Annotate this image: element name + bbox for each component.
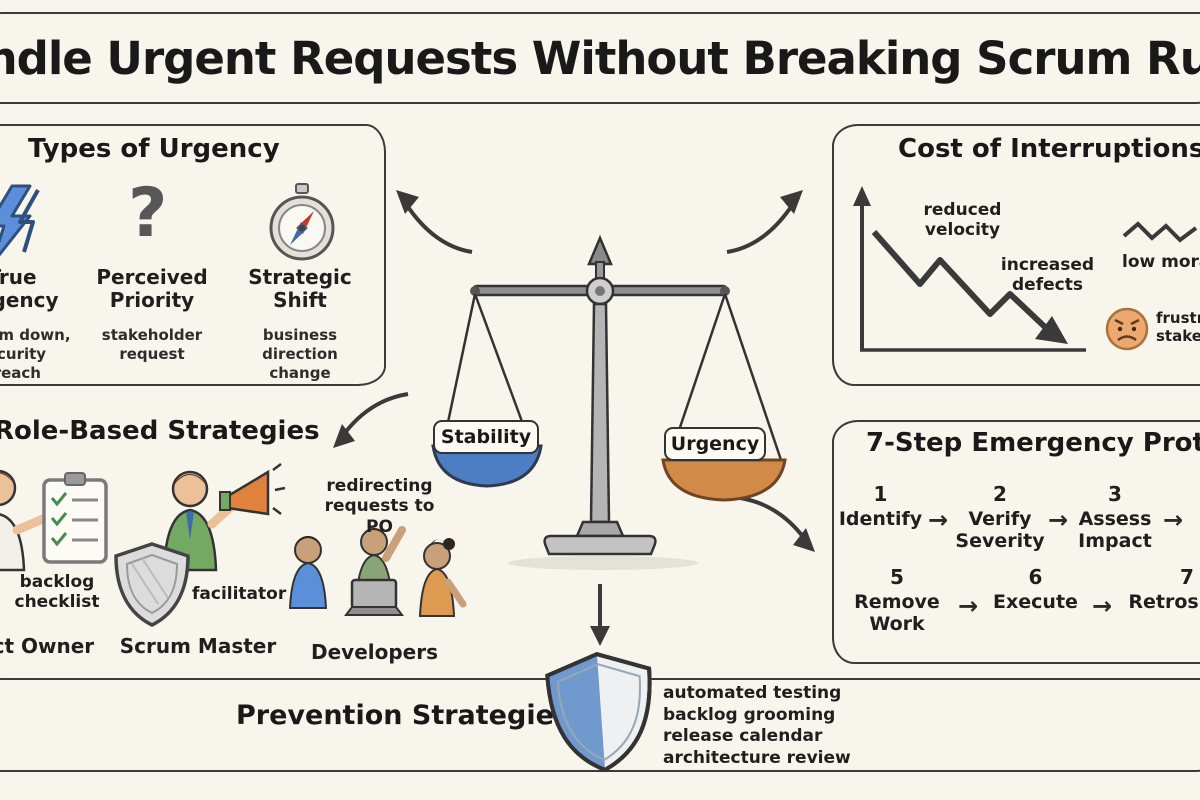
urgency-type-title: True Urgency [0, 265, 59, 312]
cost-label-frustrated-stakeholders: frustrated stakeholders [1156, 309, 1200, 345]
step-label: Retrospect [1128, 591, 1200, 613]
curved-arrow-to-protocol-icon [739, 496, 815, 552]
shield-icon [114, 542, 190, 627]
protocol-step: 1 Identify [838, 482, 923, 531]
stability-label: Stability [433, 420, 539, 454]
arrow-right-icon: → [1048, 506, 1069, 534]
developers-figure [288, 526, 467, 617]
arrow-right-icon: → [958, 592, 979, 620]
product-owner-figure [0, 469, 108, 572]
section-emergency-protocol [832, 420, 1200, 664]
cost-label-low-morale: low morale [1122, 252, 1200, 272]
balance-scale-icon [431, 234, 787, 570]
lightning-icon [0, 184, 40, 257]
curved-arrow-to-roles-icon [333, 392, 409, 448]
section-cost-of-interruptions [832, 124, 1200, 386]
step-label: Execute [993, 591, 1078, 613]
title-banner: Handle Urgent Requests Without Breaking … [0, 12, 1200, 104]
developers-note: redirecting requests to PO [324, 476, 435, 537]
urgency-type-subtitle: stakeholder request [101, 326, 203, 363]
down-arrow-icon [590, 584, 610, 646]
role-based-strategies-heading: Role-Based Strategies [0, 416, 320, 446]
arrow-right-icon: → [1092, 592, 1113, 620]
scrum-master-name: Scrum Master [119, 634, 277, 658]
compass-icon [269, 183, 335, 261]
step-label: Remove Work [854, 591, 940, 635]
arrow-right-icon: → [1163, 506, 1184, 534]
protocol-step: 7 Retrospect [1122, 565, 1200, 614]
question-mark-icon: ? [128, 174, 168, 253]
stress-zigzag-icon [1122, 221, 1198, 243]
scrum-master-figure [114, 463, 286, 627]
frustrated-face-icon [1105, 307, 1149, 351]
step-label: Identify [838, 508, 923, 530]
backlog-checklist-icon [42, 472, 108, 564]
megaphone-icon [219, 463, 286, 516]
curved-arrow-to-cost-icon [726, 190, 803, 254]
urgency-type-subtitle: system down, security breach [0, 326, 71, 382]
prevention-item: architecture review [663, 747, 851, 768]
urgency-pan [661, 458, 787, 502]
prevention-shield-icon [545, 652, 652, 773]
protocol-step: 2 Verify Severity [955, 482, 1045, 553]
emergency-protocol-heading: 7-Step Emergency Protocol [866, 428, 1200, 458]
curved-arrow-to-types-icon [396, 190, 473, 254]
laptop-icon [344, 578, 404, 616]
arrow-right-icon: → [928, 506, 949, 534]
protocol-step: 5 Remove Work [852, 565, 942, 636]
step-number: 6 [1028, 565, 1043, 589]
cost-label-increased-defects: increased defects [1000, 255, 1095, 296]
step-label: Verify Severity [955, 508, 1045, 552]
protocol-step: 6 Execute [988, 565, 1083, 614]
developers-name: Developers [311, 640, 439, 664]
cost-label-reduced-velocity: reduced velocity [923, 200, 1002, 241]
prevention-item: release calendar [663, 726, 823, 746]
stability-pan [431, 444, 543, 488]
step-number: 7 [1180, 565, 1194, 589]
page-title: Handle Urgent Requests Without Breaking … [0, 31, 1200, 85]
declining-graph-icon [853, 186, 1086, 352]
step-number: 2 [993, 482, 1007, 506]
scrum-master-note: facilitator [192, 584, 287, 604]
section-types-of-urgency [0, 124, 386, 386]
prevention-list: automated testing backlog grooming relea… [663, 683, 851, 769]
urgency-label: Urgency [664, 427, 766, 461]
step-number: 3 [1108, 482, 1122, 506]
cost-of-interruptions-heading: Cost of Interruptions [898, 134, 1200, 164]
step-number: 1 [873, 482, 888, 506]
prevention-item: backlog grooming [663, 704, 836, 725]
urgency-type-subtitle: business direction change [262, 326, 338, 382]
step-label: Assess Impact [1078, 508, 1152, 552]
product-owner-note: backlog checklist [14, 572, 100, 613]
step-number: 5 [890, 565, 904, 589]
protocol-step: 3 Assess Impact [1070, 482, 1160, 553]
prevention-strategies-heading: Prevention Strategies [236, 700, 570, 731]
product-owner-name: Product Owner [0, 634, 95, 658]
urgency-type-title: Strategic Shift [248, 265, 352, 312]
prevention-item: automated testing [663, 683, 842, 703]
urgency-type-title: Perceived Priority [96, 265, 208, 312]
types-of-urgency-heading: Types of Urgency [28, 134, 280, 164]
